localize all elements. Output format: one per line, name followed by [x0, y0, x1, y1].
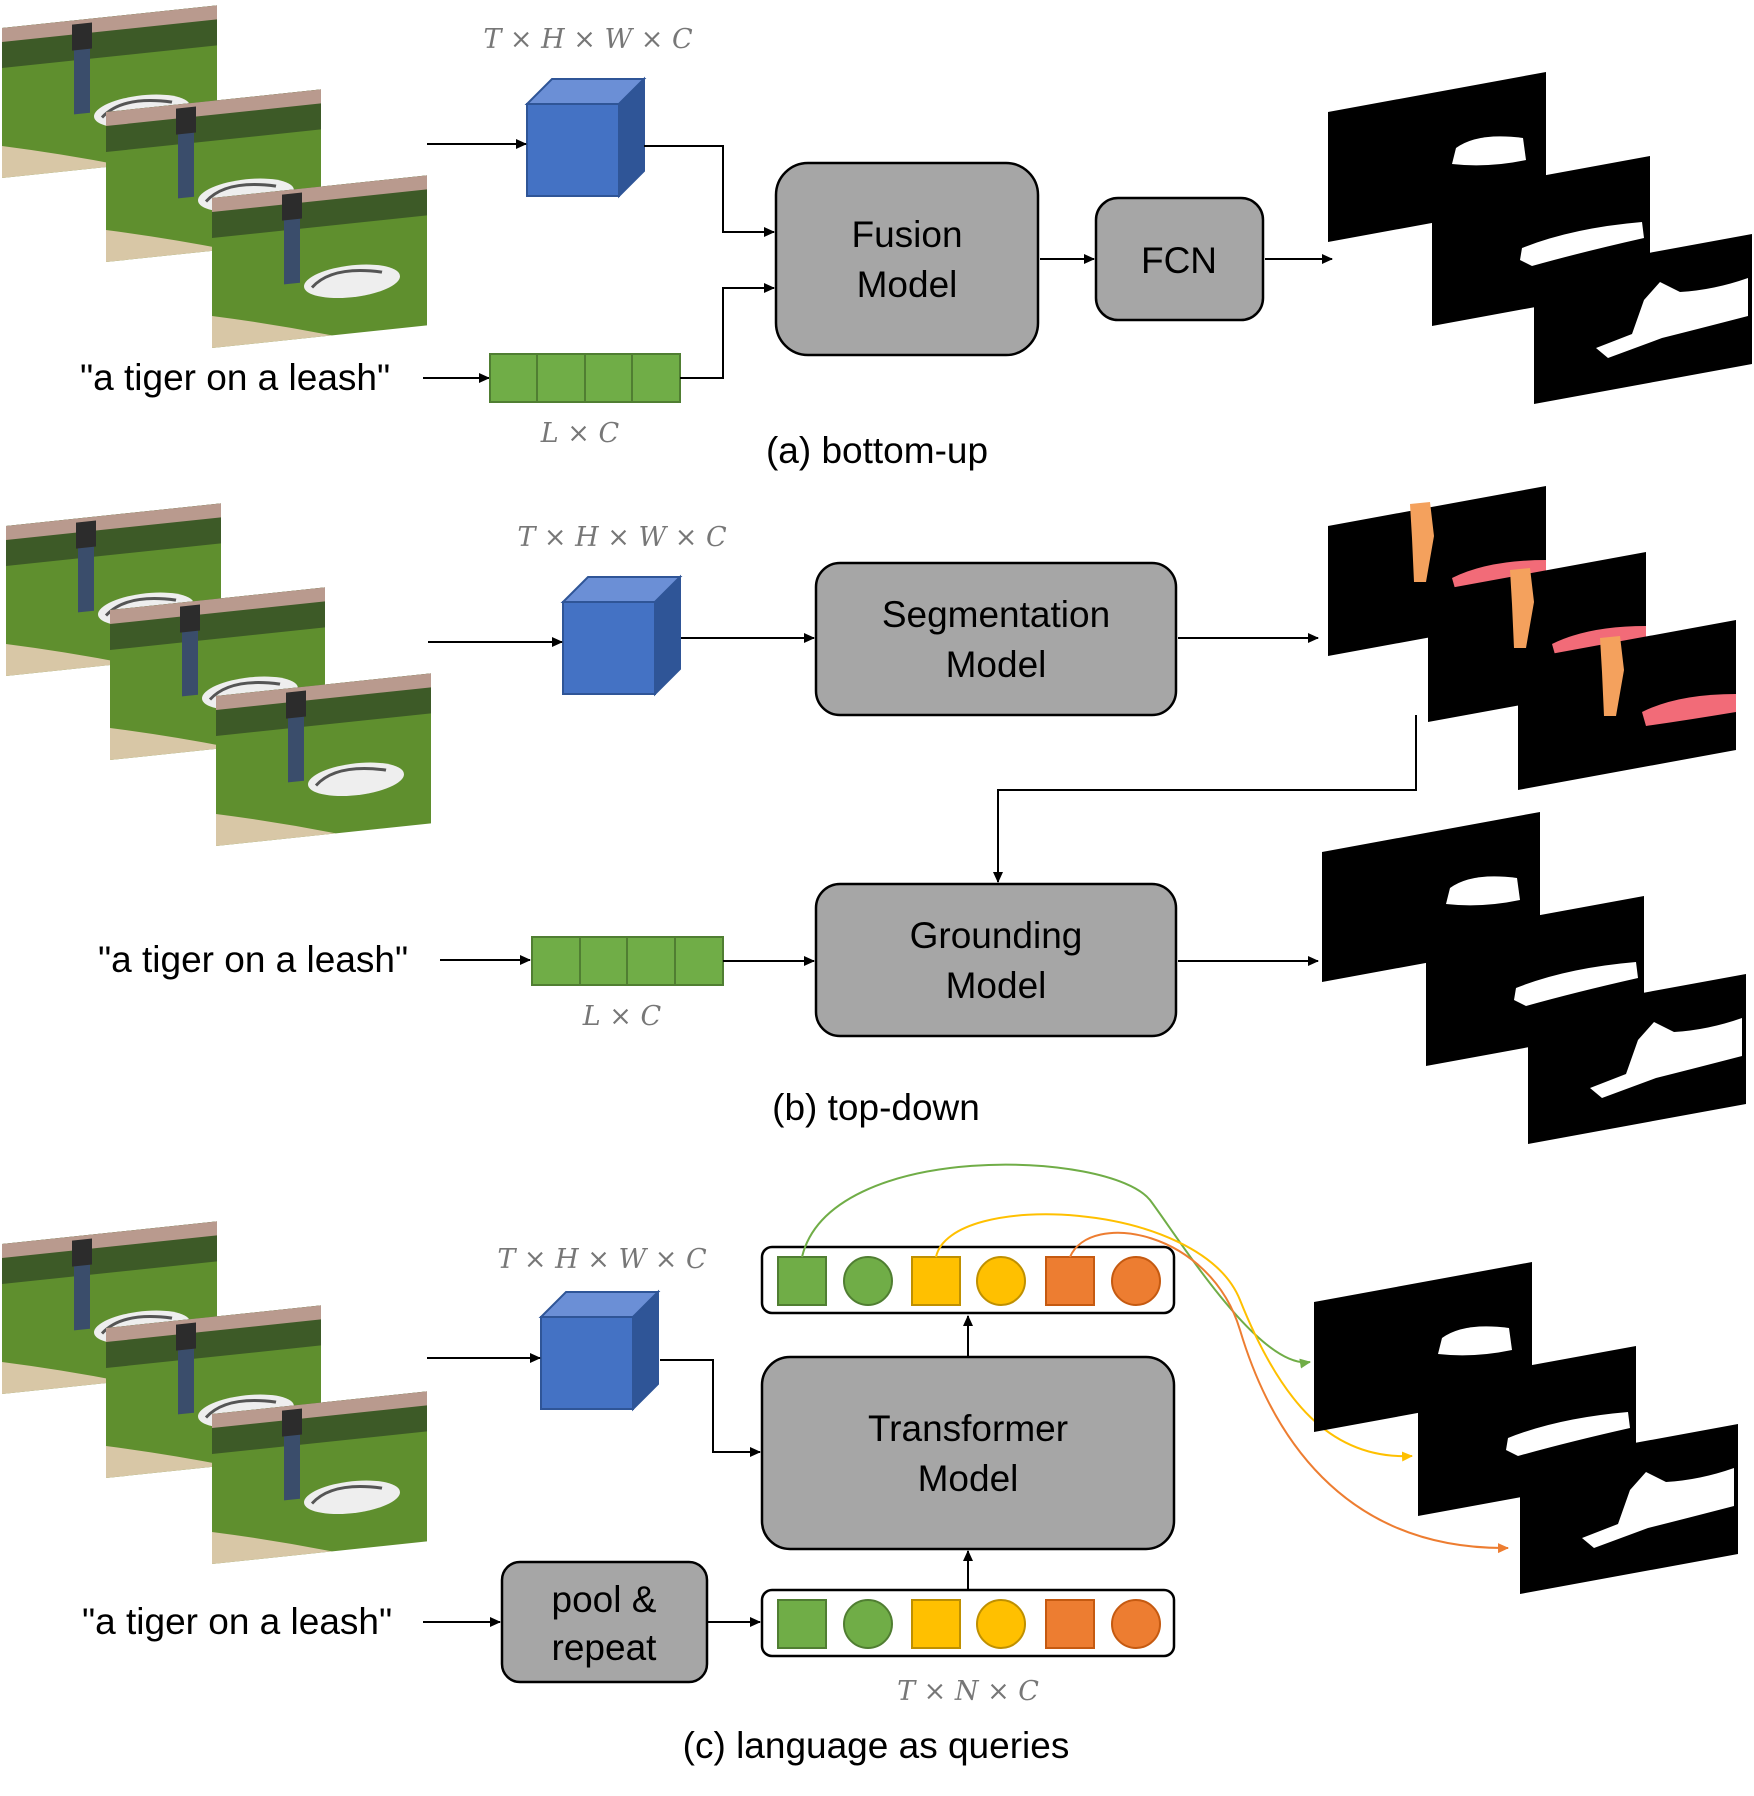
caption-a: (a) bottom-up — [766, 430, 988, 471]
video-dim-a: T × H × W × C — [483, 24, 693, 55]
text-token-bar-a — [489, 353, 681, 403]
grounding-model-box — [814, 882, 1178, 1038]
video-feature-cube-b — [562, 576, 681, 695]
arrow-cube-to-transformer — [660, 1359, 761, 1457]
output-masks-a — [1328, 72, 1752, 404]
video-dim-b: T × H × W × C — [517, 522, 727, 553]
out-query-square-yellow — [911, 1256, 961, 1306]
pool-label-1: pool & — [552, 1579, 657, 1620]
in-query-circle-orange — [1111, 1599, 1161, 1649]
arrow-cube-to-fusion — [644, 145, 775, 237]
segmentation-model-box — [814, 561, 1178, 717]
in-query-square-green — [777, 1599, 827, 1649]
in-query-circle-green — [843, 1599, 893, 1649]
caption-b: (b) top-down — [772, 1087, 980, 1128]
video-dim-c: T × H × W × C — [497, 1244, 707, 1275]
pool-label-2: repeat — [552, 1627, 658, 1668]
in-query-circle-yellow — [976, 1599, 1026, 1649]
in-query-square-yellow — [911, 1599, 961, 1649]
seg-label-2: Model — [946, 644, 1047, 685]
text-dim-b: L × C — [582, 1001, 662, 1032]
fcn-label: FCN — [1141, 240, 1217, 281]
instance-masks-b — [1328, 486, 1736, 790]
video-feature-cube-a — [526, 78, 645, 197]
seg-label-1: Segmentation — [882, 594, 1110, 635]
out-query-square-green — [777, 1256, 827, 1306]
text-dim-a: L × C — [540, 418, 620, 449]
fcn-box — [1094, 196, 1265, 322]
ground-label-1: Grounding — [910, 915, 1083, 956]
fusion-label-1: Fusion — [851, 214, 962, 255]
arrow-masks-to-grounding — [993, 715, 1417, 883]
query-text-a: "a tiger on a leash" — [80, 357, 390, 398]
input-query-row — [760, 1588, 1176, 1658]
fusion-label-2: Model — [857, 264, 958, 305]
transformer-model-box — [760, 1355, 1176, 1551]
curve-green-to-mask1 — [801, 1163, 1311, 1369]
out-query-circle-orange — [1111, 1256, 1161, 1306]
query-text-c: "a tiger on a leash" — [82, 1601, 392, 1642]
fusion-model-box — [774, 161, 1040, 357]
in-query-square-orange — [1045, 1599, 1095, 1649]
ground-label-2: Model — [946, 965, 1047, 1006]
trans-label-1: Transformer — [868, 1408, 1068, 1449]
trans-label-2: Model — [918, 1458, 1019, 1499]
video-frames-c — [2, 1221, 427, 1564]
output-masks-c — [1314, 1262, 1738, 1594]
caption-c: (c) language as queries — [683, 1725, 1070, 1766]
output-masks-b — [1322, 812, 1746, 1144]
panel-language-as-queries: T × H × W × C Transformer Model "a tiger… — [2, 1163, 1738, 1766]
text-token-bar-b — [531, 936, 724, 986]
panel-bottom-up: T × H × W × C "a tiger on a leash" L × C… — [2, 5, 1752, 471]
video-frames-a — [2, 5, 427, 348]
output-query-row — [760, 1245, 1176, 1315]
panel-top-down: T × H × W × C Segmentation Model "a tige… — [6, 486, 1746, 1144]
video-feature-cube-c — [540, 1291, 659, 1410]
query-text-b: "a tiger on a leash" — [98, 939, 408, 980]
curve-orange-to-mask3 — [1069, 1231, 1509, 1554]
arrow-tokens-to-fusion — [680, 283, 775, 379]
curve-yellow-to-mask2 — [935, 1213, 1413, 1462]
out-query-square-orange — [1045, 1256, 1095, 1306]
out-query-circle-green — [843, 1256, 893, 1306]
video-frames-b — [6, 503, 431, 846]
query-dim-c: T × N × C — [897, 1676, 1039, 1707]
out-query-circle-yellow — [976, 1256, 1026, 1306]
